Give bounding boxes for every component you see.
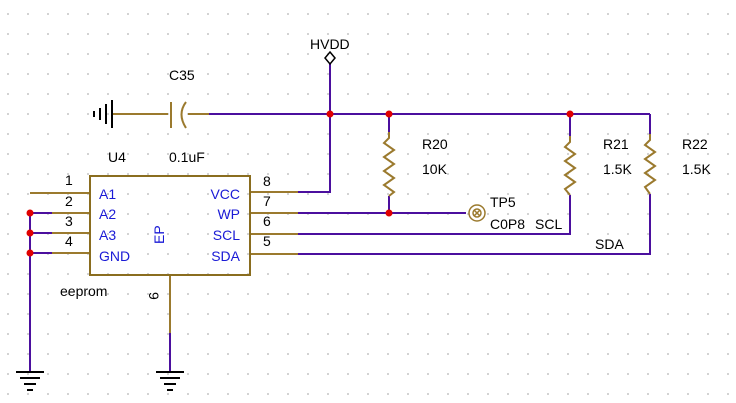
ground-icon <box>156 371 184 391</box>
junction-dot-icon <box>385 110 393 118</box>
junction-dot-icon <box>566 110 574 118</box>
pin-number-9: 9 <box>146 292 162 300</box>
resistor-r22-value: 1.5K <box>682 161 711 177</box>
pin-number-5: 5 <box>263 233 271 249</box>
wire-hvdd-to-vcc <box>298 64 331 193</box>
pin-number-3: 3 <box>65 213 73 229</box>
pin-name-gnd: GND <box>99 248 130 264</box>
pin-name-wp: WP <box>217 206 240 222</box>
pin-number-8: 8 <box>263 173 271 189</box>
junction-dot-icon <box>326 110 334 118</box>
pin-number-2: 2 <box>65 193 73 209</box>
resistor-r22-ref: R22 <box>682 136 708 152</box>
net-label-scl: SCL <box>535 216 562 232</box>
power-net-label: HVDD <box>310 36 350 52</box>
capacitor-value: 0.1uF <box>169 149 205 165</box>
net-label-sda: SDA <box>595 236 624 252</box>
junction-dot-icon <box>26 249 34 257</box>
resistor-r20-value: 10K <box>422 161 448 177</box>
wires <box>29 64 651 372</box>
testpoint-icon[interactable] <box>468 204 486 222</box>
junction-dot-icon <box>26 229 34 237</box>
junction-dot-icon <box>26 209 34 217</box>
capacitor-icon[interactable] <box>112 101 209 129</box>
pin-name-ep: EP <box>151 225 167 244</box>
ground-icon <box>93 100 113 128</box>
pin-name-a2: A2 <box>99 206 116 222</box>
ic-pins <box>30 191 298 333</box>
pin-name-a3: A3 <box>99 227 116 243</box>
wire-r21-bottom <box>298 195 571 235</box>
power-port-icon[interactable] <box>324 50 336 66</box>
resistor-icon[interactable] <box>382 132 396 197</box>
pin-name-vcc: VCC <box>210 186 240 202</box>
pin-number-6: 6 <box>263 213 271 229</box>
ic-body[interactable] <box>89 175 251 276</box>
pin-number-1: 1 <box>65 172 73 188</box>
ground-icon <box>16 371 44 391</box>
pin-name-sda: SDA <box>211 248 240 264</box>
pin-name-a1: A1 <box>99 186 116 202</box>
resistor-icon[interactable] <box>563 136 577 196</box>
capacitor-ref: C35 <box>169 67 195 83</box>
pin-name-scl: SCL <box>213 227 240 243</box>
wire-r22-bottom <box>298 194 651 255</box>
pin-number-7: 7 <box>263 193 271 209</box>
testpoint-ref: TP5 <box>490 194 516 210</box>
resistor-r21-ref: R21 <box>603 136 629 152</box>
resistor-r20-ref: R20 <box>422 136 448 152</box>
pin-number-4: 4 <box>65 233 73 249</box>
testpoint-value: C0P8 <box>490 216 525 232</box>
resistor-icon[interactable] <box>643 134 657 195</box>
ic-ref: U4 <box>108 149 126 165</box>
junction-dot-icon <box>385 209 393 217</box>
resistor-r21-value: 1.5K <box>603 161 632 177</box>
ic-name: eeprom <box>60 283 107 299</box>
